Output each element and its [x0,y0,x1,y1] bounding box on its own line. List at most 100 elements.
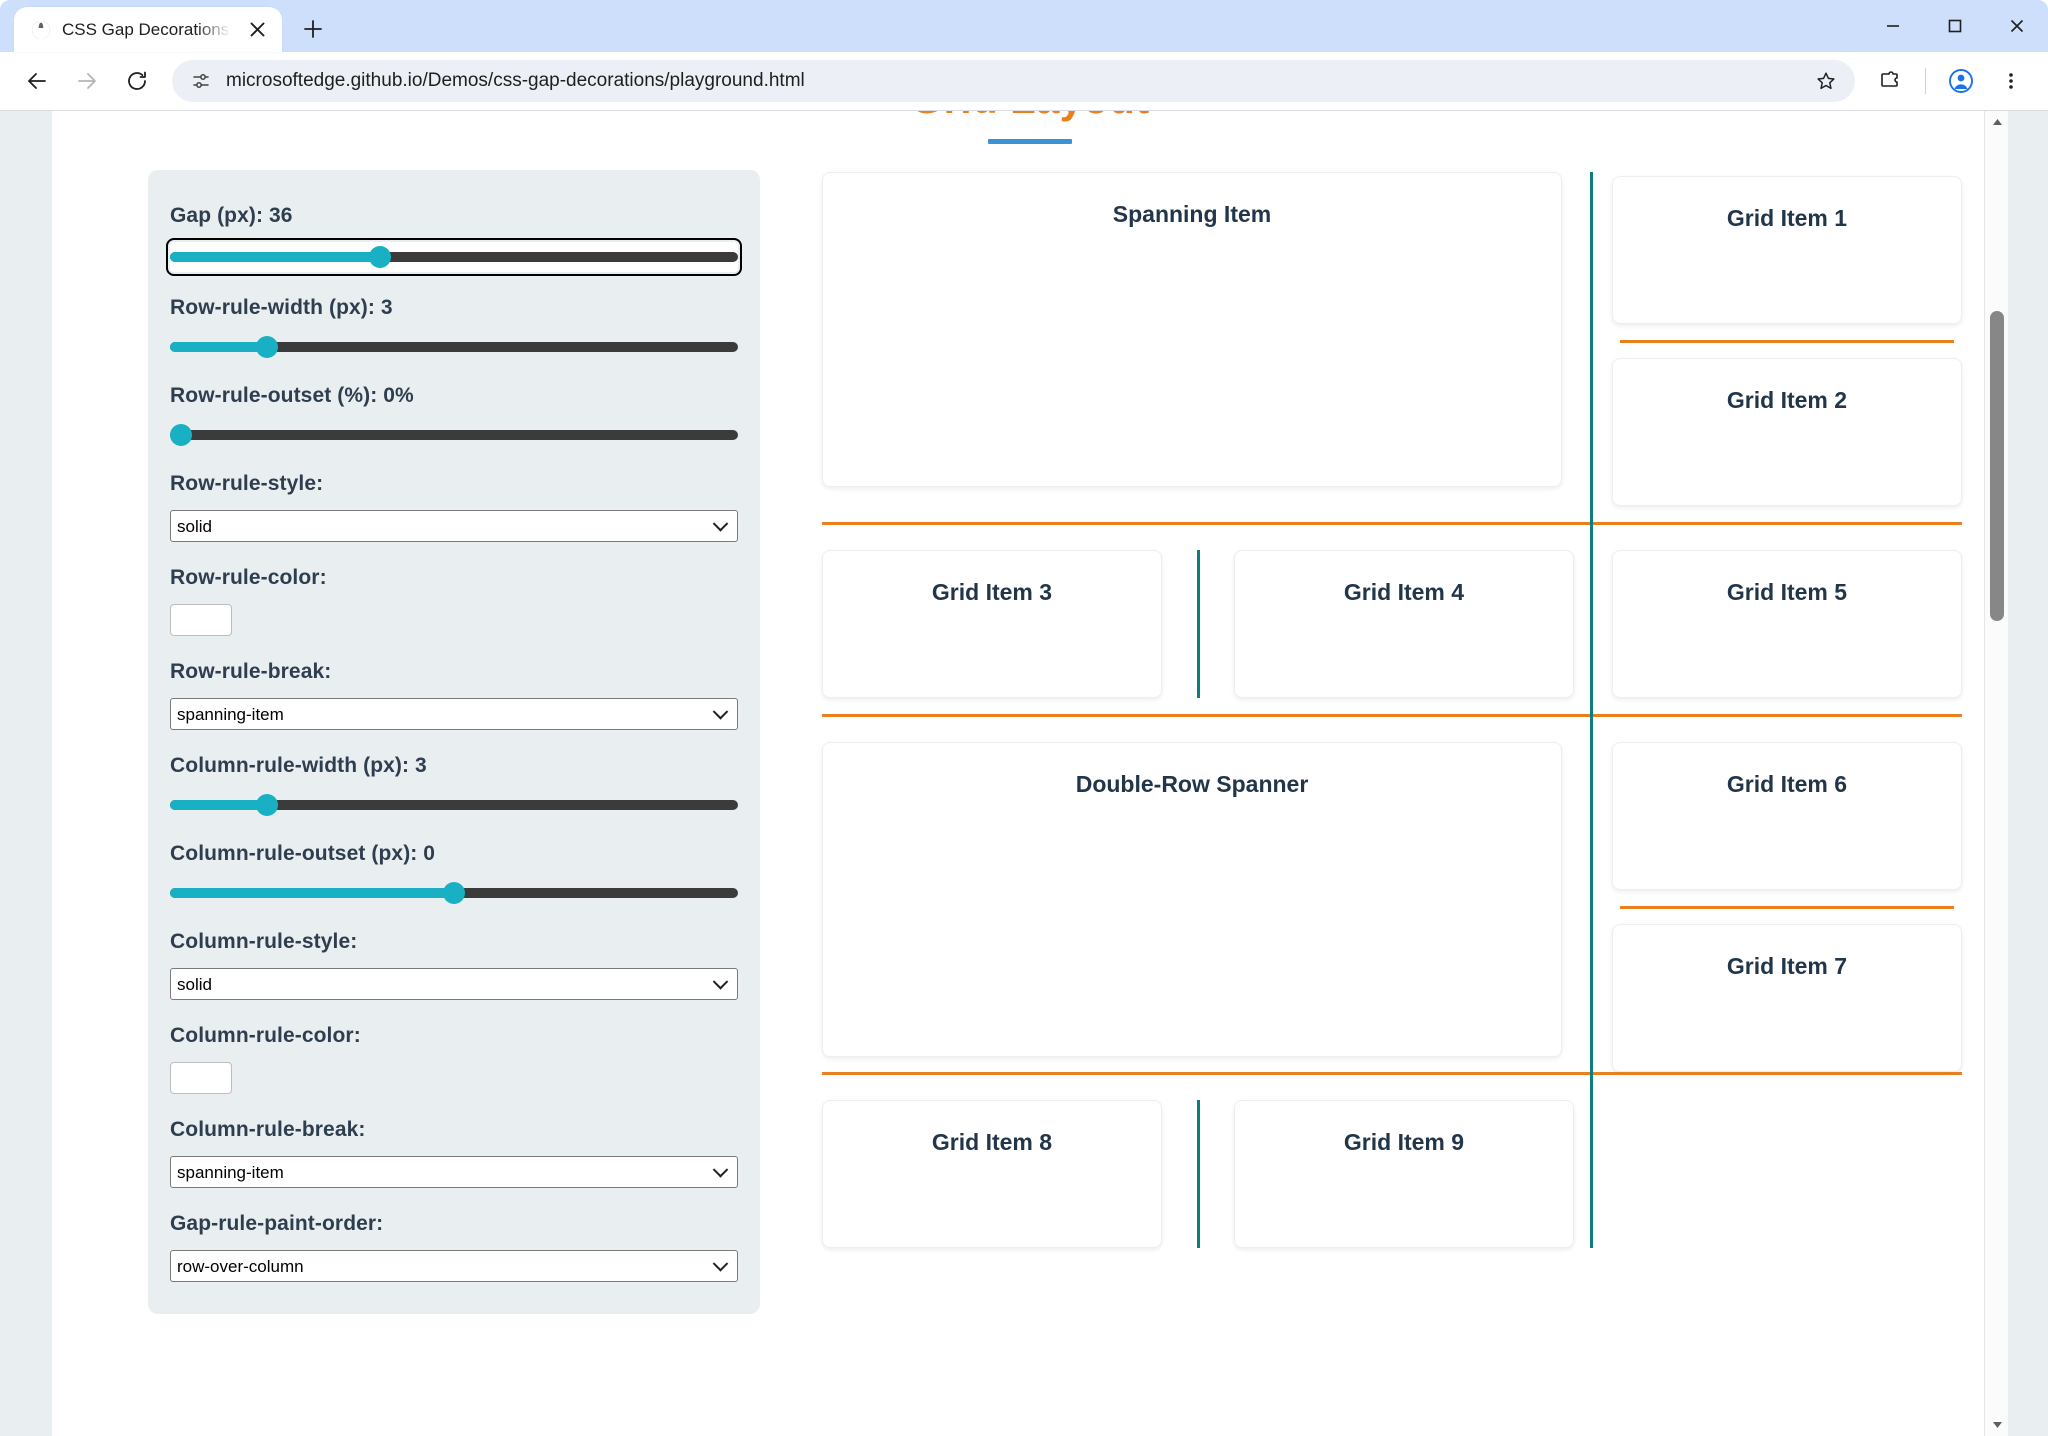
slider-gap[interactable] [166,238,742,276]
color-swatch-row-rule-color[interactable] [170,604,232,636]
slider-row-rule-outset[interactable] [170,422,738,448]
grid-item-9: Grid Item 9 [1234,1100,1574,1248]
tab-strip: CSS Gap Decorations playground [0,0,2048,52]
select-column-rule-break[interactable]: spanning-item [170,1156,738,1188]
column-rule [1197,1100,1200,1248]
grid-item-label: Grid Item 4 [1343,579,1465,605]
column-rule [1590,172,1593,1248]
slider-fill [170,252,381,262]
control-label-row-rule-break: Row-rule-break: [170,660,332,683]
slider-track [170,252,738,262]
window-controls [1862,0,2048,52]
bookmark-star-icon[interactable] [1809,64,1843,98]
window-close-icon[interactable] [1986,0,2048,52]
control-label-column-rule-break: Column-rule-break: [170,1118,366,1141]
maximize-icon[interactable] [1924,0,1986,52]
select-wrap-row-rule-style: solid [170,510,738,542]
address-bar-url: microsoftedge.github.io/Demos/css-gap-de… [226,70,805,91]
more-vertical-icon[interactable] [1988,58,2034,104]
control-gap-rule-paint-order: Gap-rule-paint-order:row-over-column [170,1212,738,1282]
slider-column-rule-width[interactable] [170,792,738,818]
page-scrollbar[interactable] [1984,111,2008,1436]
globe-icon [30,19,52,41]
close-icon[interactable] [244,17,270,43]
address-bar[interactable]: microsoftedge.github.io/Demos/css-gap-de… [172,60,1855,102]
control-column-rule-outset: Column-rule-outset (px): 0 [170,842,738,906]
control-label-column-rule-style: Column-rule-style: [170,930,358,953]
control-column-rule-width: Column-rule-width (px): 3 [170,754,738,818]
control-column-rule-break: Column-rule-break: spanning-item [170,1118,738,1188]
slider-thumb[interactable] [443,882,465,904]
grid-item-label: Grid Item 5 [1726,579,1848,605]
controls-panel: Gap (px): 36 Row-rule-width (px): 3 Row-ru… [148,170,760,1314]
reload-icon[interactable] [114,58,160,104]
control-row-rule-style: Row-rule-style: solid [170,472,738,542]
control-row-rule-outset: Row-rule-outset (%): 0% [170,384,738,448]
grid-item-label: Grid Item 7 [1726,953,1848,979]
control-gap: Gap (px): 36 [166,204,742,276]
select-column-rule-style[interactable]: solid [170,968,738,1000]
grid-item-5: Grid Item 5 [1612,550,1962,698]
control-row-rule-break: Row-rule-break: spanning-item [170,660,738,730]
grid-item-1: Grid Item 1 [1612,176,1962,324]
slider-track [170,342,738,352]
row-rule [822,522,1962,525]
slider-thumb[interactable] [255,794,278,816]
select-row-rule-break[interactable]: spanning-item [170,698,738,730]
grid-item-label: Grid Item 3 [931,579,1053,605]
control-column-rule-color: Column-rule-color: [170,1024,738,1094]
row-rule [822,714,1962,717]
slider-thumb[interactable] [255,336,278,358]
browser-toolbar: microsoftedge.github.io/Demos/css-gap-de… [0,52,2048,110]
toolbar-divider [1925,68,1926,94]
select-wrap-column-rule-break: spanning-item [170,1156,738,1188]
slider-thumb[interactable] [369,246,392,268]
select-row-rule-style[interactable]: solid [170,510,738,542]
minimize-icon[interactable] [1862,0,1924,52]
control-label-column-rule-outset: Column-rule-outset (px): 0 [170,842,436,865]
slider-fill [170,342,267,352]
grid-item-label: Grid Item 2 [1726,387,1848,413]
control-label-row-rule-width: Row-rule-width (px): 3 [170,296,393,319]
color-swatch-column-rule-color[interactable] [170,1062,232,1094]
slider-row-rule-width[interactable] [170,334,738,360]
grid-item-label: Grid Item 9 [1343,1129,1465,1155]
grid-item-label: Spanning Item [1112,201,1272,227]
browser-tab[interactable]: CSS Gap Decorations playground [14,7,282,52]
slider-track [170,430,738,440]
scroll-up-icon[interactable] [1985,111,2008,133]
grid-item-label: Grid Item 1 [1726,205,1848,231]
extensions-puzzle-icon[interactable] [1867,58,1913,104]
title-underline [988,139,1072,144]
control-column-rule-style: Column-rule-style: solid [170,930,738,1000]
slider-thumb[interactable] [170,424,193,446]
control-row-rule-color: Row-rule-color: [170,566,738,636]
site-settings-icon[interactable] [186,66,216,96]
grid-container: Spanning Item Grid Item 1 Grid Item 2 Grid … [822,172,1962,1352]
control-label-row-rule-outset: Row-rule-outset (%): 0% [170,384,414,407]
grid-item-6: Grid Item 6 [1612,742,1962,890]
grid-item-2: Grid Item 2 [1612,358,1962,506]
back-arrow-icon[interactable] [14,58,60,104]
grid-item-7: Grid Item 7 [1612,924,1962,1072]
control-label-column-rule-color: Column-rule-color: [170,1024,361,1047]
select-gap-rule-paint-order[interactable]: row-over-column [170,1250,738,1282]
grid-item-label: Double-Row Spanner [1075,771,1309,797]
slider-track [170,800,738,810]
playground-layout: Gap (px): 36 Row-rule-width (px): 3 Row-ru… [52,144,2008,1352]
scrollbar-thumb[interactable] [1990,311,2004,621]
control-row-rule-width: Row-rule-width (px): 3 [170,296,738,360]
grid-item-3: Grid Item 3 [822,550,1162,698]
page-viewport: Grid Layout Gap (px): 36 Row-rule-width (… [0,110,2048,1436]
new-tab-button[interactable] [292,8,334,50]
control-label-row-rule-style: Row-rule-style: [170,472,324,495]
web-page: Grid Layout Gap (px): 36 Row-rule-width (… [52,111,2008,1436]
page-title: Grid Layout [52,111,2008,123]
select-wrap-gap-rule-paint-order: row-over-column [170,1250,738,1282]
slider-fill [170,888,454,898]
slider-column-rule-outset[interactable] [170,880,738,906]
row-rule [822,1072,1962,1075]
forward-arrow-icon[interactable] [64,58,110,104]
scroll-down-icon[interactable] [1985,1414,2008,1436]
profile-avatar-icon[interactable] [1938,58,1984,104]
